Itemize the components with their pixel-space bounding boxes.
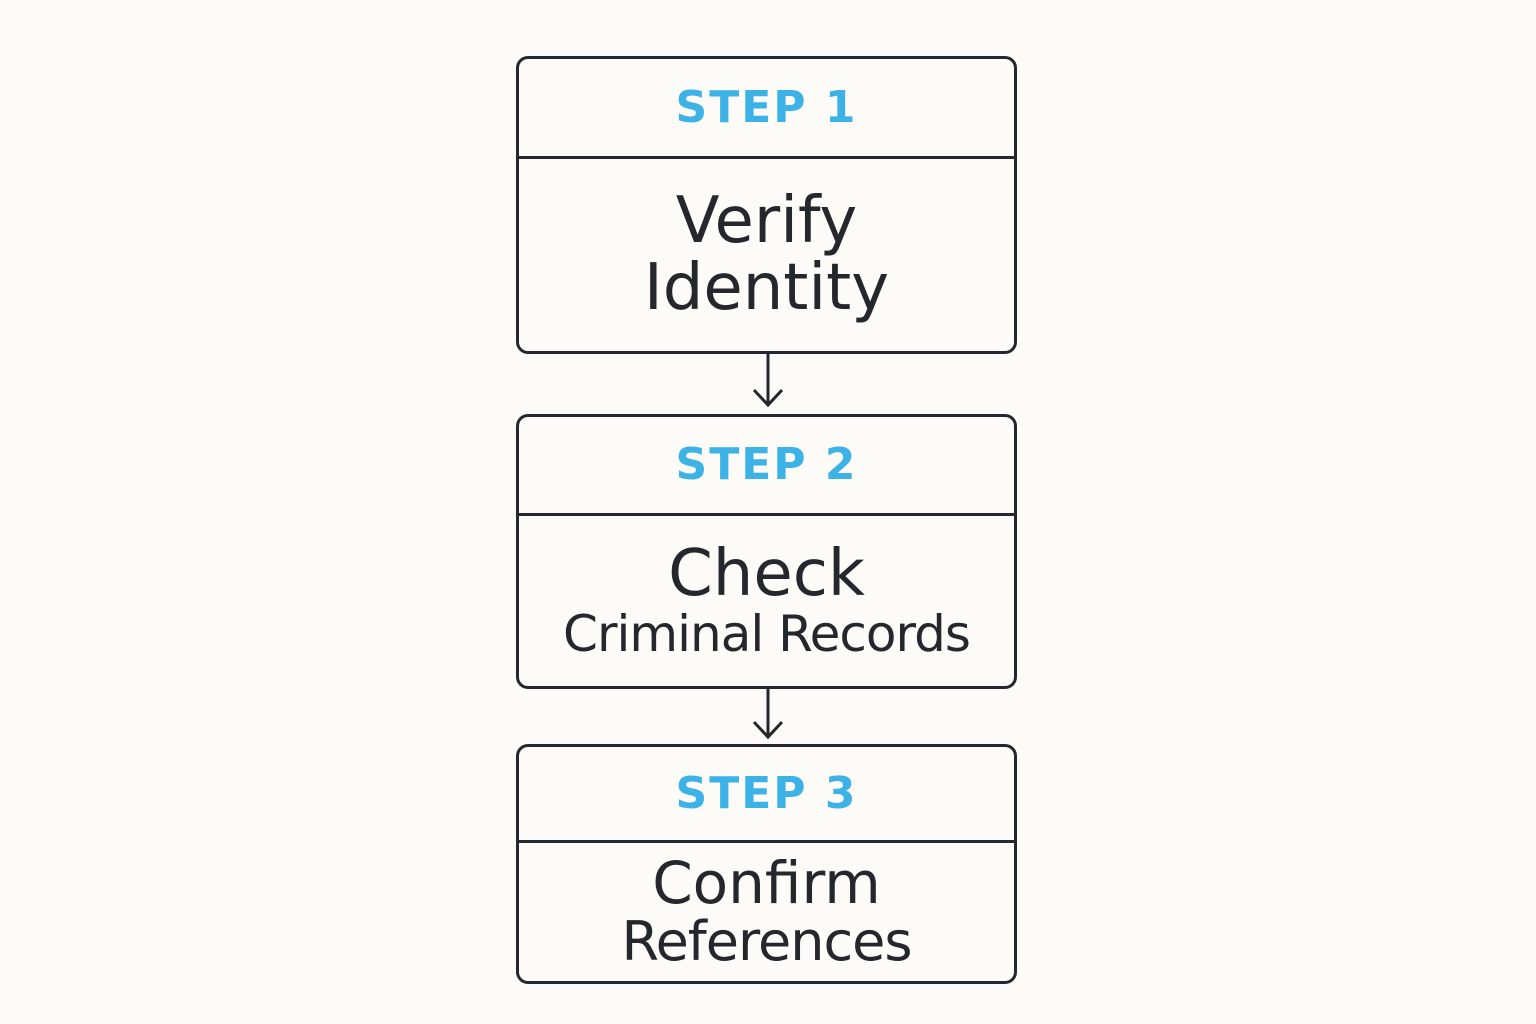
step-2-box: STEP 2 Check Criminal Records [516,414,1017,689]
arrow-down-icon [752,354,784,408]
step-1-label: STEP 1 [675,81,858,133]
arrow-down-icon [752,689,784,740]
step-3-label: STEP 3 [675,767,858,819]
step-3-box: STEP 3 Confirm References [516,744,1017,984]
step-1-title-line-1: Verify [675,183,858,258]
step-2-header: STEP 2 [519,417,1014,516]
step-1-body: Verify Identity [519,159,1014,351]
step-1-title-line-2: Identity [643,251,890,325]
step-3-title-line-2: References [621,910,912,974]
step-2-title-line-2: Criminal Records [563,605,971,664]
step-1-header: STEP 1 [519,59,1014,159]
step-2-title-line-1: Check [668,537,865,612]
step-2-label: STEP 2 [675,439,858,490]
step-3-title-line-1: Confirm [652,849,881,918]
step-1-box: STEP 1 Verify Identity [516,56,1017,354]
step-3-body: Confirm References [519,843,1014,981]
step-2-body: Check Criminal Records [519,516,1014,686]
step-3-header: STEP 3 [519,747,1014,843]
